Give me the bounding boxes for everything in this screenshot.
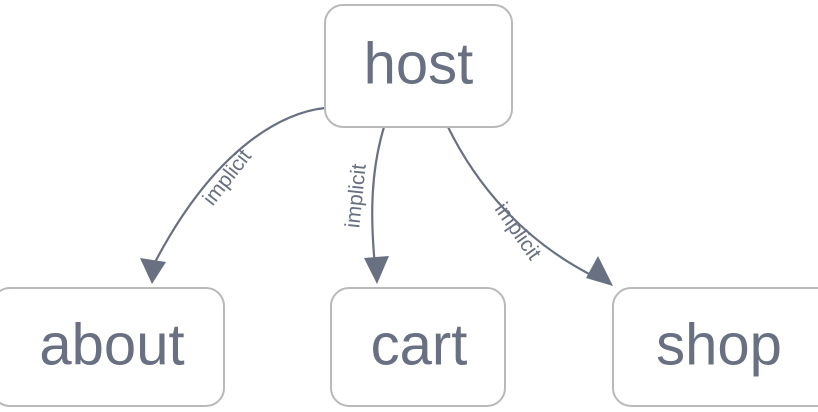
edge-host-shop-path <box>446 125 599 280</box>
node-host-shape <box>324 4 513 128</box>
edge-host-shop-arrowhead <box>586 256 613 286</box>
edges-layer: implicit implicit implicit <box>140 106 613 286</box>
node-shop[interactable]: shop <box>612 287 818 407</box>
edge-host-about-path <box>150 106 327 270</box>
edge-host-about-arrowhead <box>140 258 166 284</box>
node-cart-shape <box>330 287 506 407</box>
node-cart-label: cart <box>371 312 468 377</box>
node-cart[interactable]: cart <box>330 287 506 407</box>
node-about-label: about <box>39 312 184 377</box>
edge-host-cart[interactable]: implicit <box>341 125 389 284</box>
nodes-layer: host about cart shop <box>0 4 818 407</box>
edge-host-shop[interactable]: implicit <box>446 125 613 286</box>
node-shop-shape <box>612 287 818 407</box>
node-shop-label: shop <box>656 312 782 377</box>
node-about-shape <box>0 287 225 407</box>
edge-host-cart-label: implicit <box>341 163 371 229</box>
edge-host-cart-arrowhead <box>364 256 389 284</box>
edge-host-about[interactable]: implicit <box>140 106 327 284</box>
node-about[interactable]: about <box>0 287 225 407</box>
node-host[interactable]: host <box>324 4 513 128</box>
node-host-label: host <box>364 31 474 96</box>
edge-host-about-label: implicit <box>198 145 256 210</box>
edge-host-shop-label: implicit <box>490 199 546 265</box>
edge-host-cart-path <box>371 125 386 268</box>
